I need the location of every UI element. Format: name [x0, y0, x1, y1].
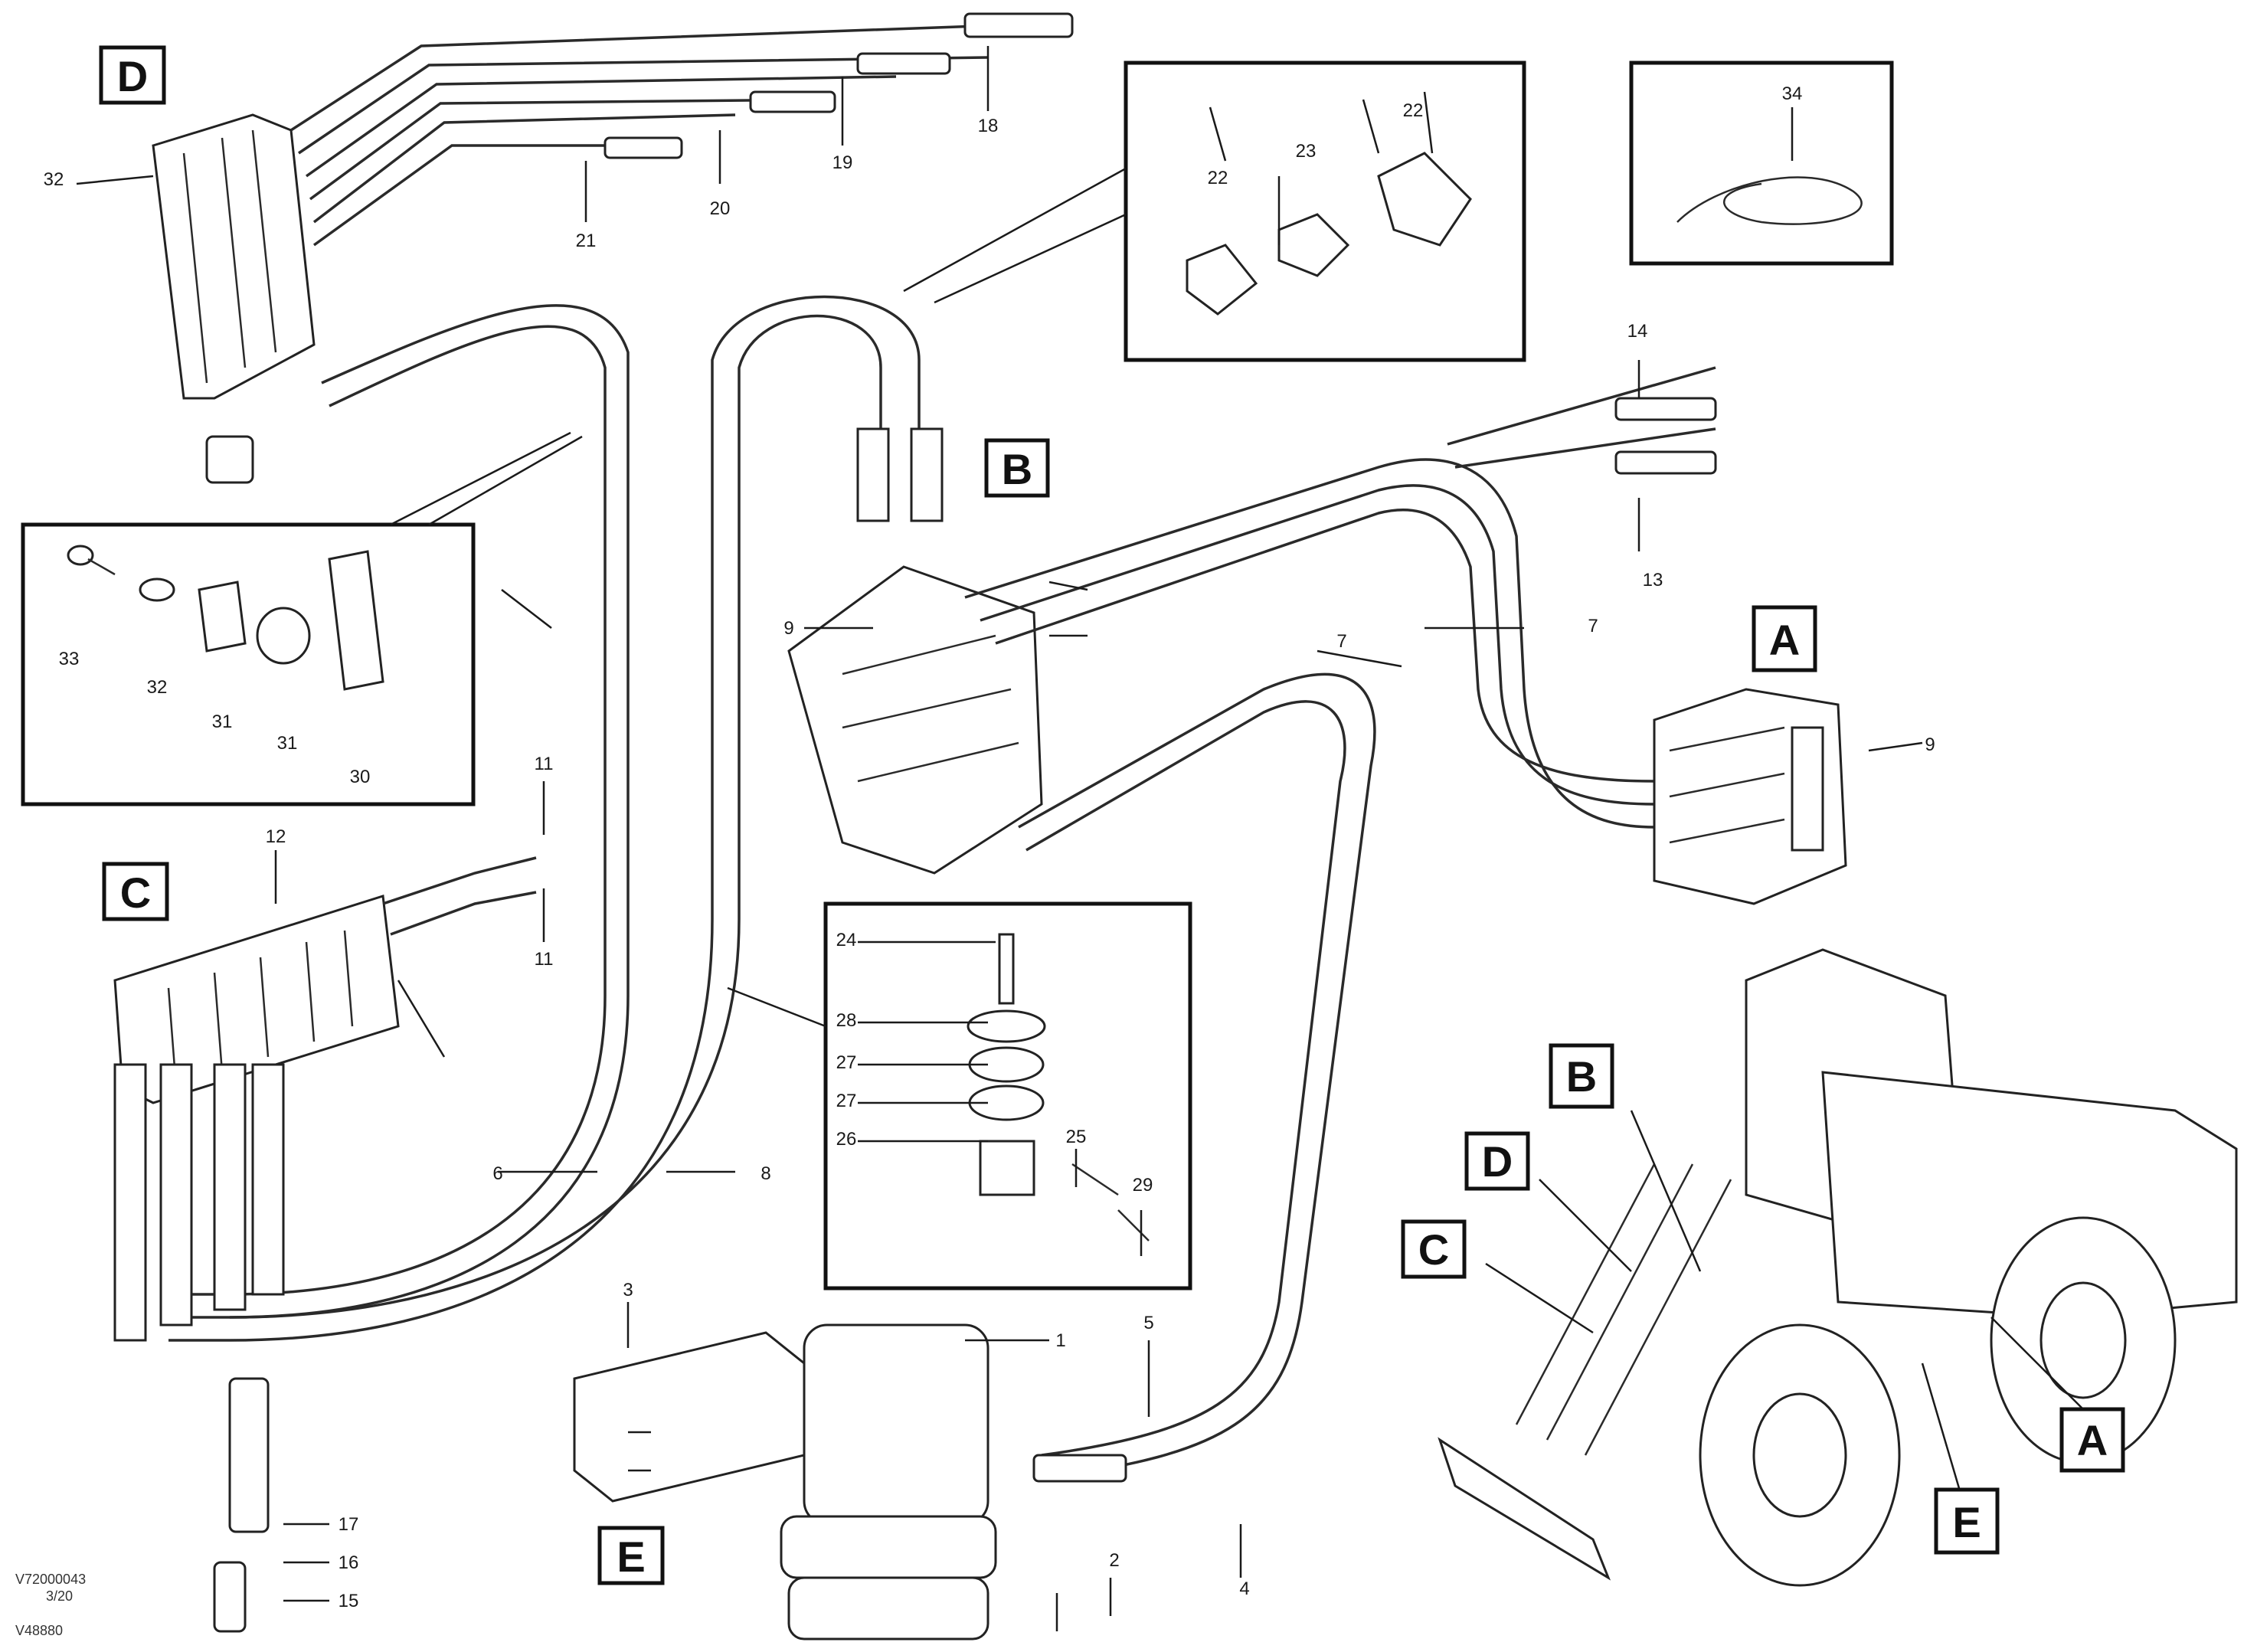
- callout-2: 2: [1109, 1550, 1119, 1571]
- view-c-assembly: [113, 856, 537, 1633]
- drawing-code-line1: V72000043: [15, 1572, 86, 1587]
- callout-9b: 9: [783, 618, 793, 639]
- callout-15: 15: [339, 1591, 359, 1611]
- view-label-e: E: [617, 1533, 645, 1581]
- view-label-e-box: [597, 1526, 665, 1585]
- leader-lines: [76, 46, 1923, 1631]
- callout-22b: 22: [1403, 100, 1424, 121]
- overview-label-e-box: [1934, 1487, 2000, 1555]
- view-letter-boxes: D B A C E B D C A E: [99, 45, 2125, 1585]
- callout-19: 19: [832, 152, 853, 173]
- callout-7: 7: [1588, 616, 1598, 636]
- overview-label-e: E: [1952, 1498, 1981, 1546]
- callout-13: 13: [1643, 570, 1663, 590]
- detail-box-d: [21, 431, 583, 806]
- view-label-a: A: [1769, 616, 1800, 664]
- callout-17: 17: [339, 1514, 359, 1535]
- view-label-d: D: [117, 52, 148, 100]
- hose-loops: [168, 295, 921, 1342]
- callout-27b: 27: [836, 1091, 857, 1111]
- callout-32b: 32: [147, 677, 168, 698]
- callout-12: 12: [266, 826, 286, 847]
- view-label-a-box: [1752, 605, 1817, 672]
- callout-27a: 27: [836, 1052, 857, 1073]
- callout-20: 20: [710, 198, 731, 219]
- callout-26: 26: [836, 1129, 857, 1150]
- overview-label-a-box: [2059, 1407, 2125, 1473]
- view-e-assembly: [573, 1323, 1127, 1641]
- overview-label-a: A: [2077, 1416, 2108, 1464]
- view-d-assembly: [152, 12, 1074, 484]
- callout-14: 14: [1627, 321, 1648, 342]
- callout-21: 21: [576, 231, 597, 251]
- callout-18: 18: [978, 116, 999, 136]
- view-a-assembly: [1653, 688, 1847, 905]
- callout-31b: 31: [277, 733, 298, 754]
- view-label-d-box: [99, 45, 166, 105]
- detail-box-24-30: [727, 901, 1192, 1291]
- callout-30: 30: [350, 767, 371, 787]
- view-b-assembly: [787, 366, 1717, 1480]
- callout-29: 29: [1133, 1175, 1153, 1196]
- callout-9a: 9: [1925, 734, 1935, 755]
- callout-34: 34: [1782, 83, 1803, 104]
- overview-label-c: C: [1418, 1225, 1449, 1274]
- drawing-code-line2: 3/20: [46, 1588, 73, 1604]
- callout-11b: 11: [535, 949, 554, 970]
- callout-7b: 7: [1336, 631, 1346, 652]
- view-label-b-box: [984, 438, 1050, 498]
- drawing-code: V72000043 3/20 V48880: [15, 1572, 86, 1638]
- callout-22: 22: [1208, 168, 1228, 188]
- callout-3: 3: [623, 1280, 633, 1300]
- detail-box-22-23: [903, 61, 1526, 362]
- callout-16: 16: [339, 1552, 359, 1573]
- overview-label-b: B: [1566, 1052, 1597, 1101]
- callout-24: 24: [836, 930, 857, 950]
- view-label-c-box: [102, 862, 169, 921]
- callout-4: 4: [1239, 1578, 1249, 1599]
- callout-31: 31: [212, 712, 233, 732]
- overview-label-d-box: [1464, 1131, 1530, 1191]
- callout-1: 1: [1055, 1330, 1065, 1351]
- callout-28: 28: [836, 1010, 857, 1031]
- callout-numbers: 32 18 19 20 21 33 32 31 31 30 22 23 22 3…: [44, 83, 1935, 1611]
- drawing-code-line3: V48880: [15, 1623, 63, 1638]
- callout-8: 8: [761, 1163, 770, 1184]
- callout-5: 5: [1143, 1313, 1153, 1333]
- callout-32: 32: [44, 169, 64, 190]
- callout-25: 25: [1066, 1127, 1087, 1147]
- callout-33: 33: [59, 649, 80, 669]
- loader-overview: [1438, 948, 2238, 1587]
- callout-11a: 11: [535, 754, 554, 774]
- overview-label-b-box: [1549, 1043, 1614, 1109]
- view-label-b: B: [1002, 445, 1032, 493]
- detail-box-34: [1629, 61, 1894, 266]
- overview-label-d: D: [1482, 1137, 1513, 1186]
- callout-23: 23: [1296, 141, 1317, 162]
- overview-label-c-box: [1401, 1219, 1467, 1279]
- view-label-c: C: [120, 869, 151, 917]
- callout-6: 6: [492, 1163, 502, 1184]
